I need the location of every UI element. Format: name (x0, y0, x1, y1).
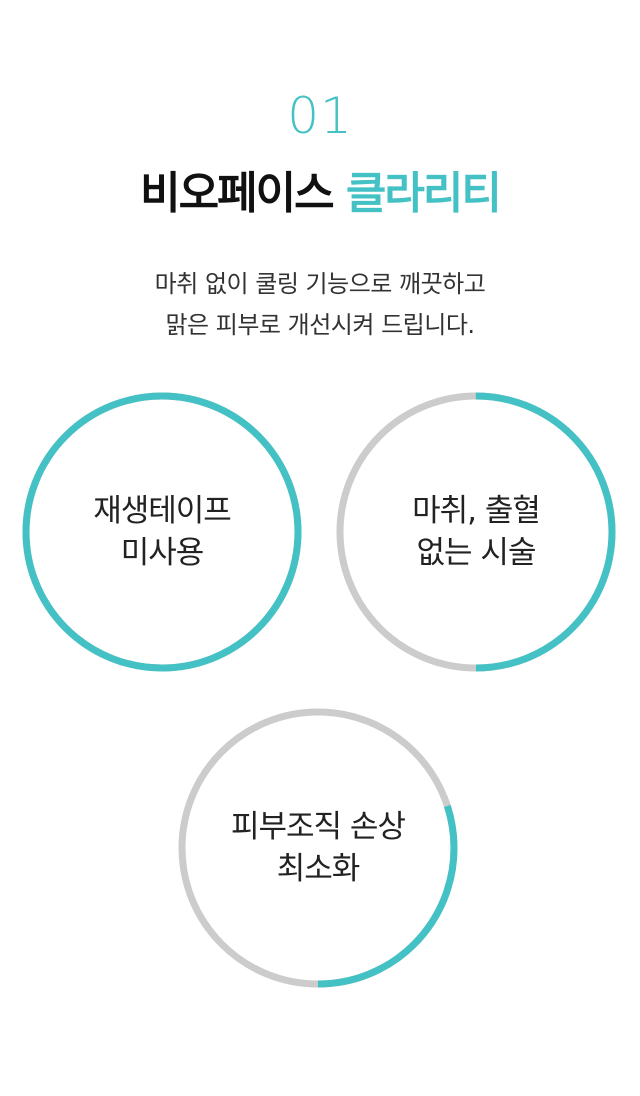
feature-label-line: 없는 시술 (416, 535, 537, 571)
ring-progress (178, 708, 458, 988)
feature-circle-minimal-damage: 피부조직 손상 최소화 (173, 703, 463, 993)
feature-label-line: 피부조직 손상 (231, 809, 406, 845)
feature-label-line: 최소화 (276, 851, 361, 887)
feature-circle-no-tape: 재생테이프 미사용 (17, 387, 307, 677)
title-main: 비오페이스 (140, 168, 334, 219)
progress-ring (336, 392, 616, 672)
progress-ring (22, 392, 302, 672)
ring-progress (22, 392, 302, 672)
feature-label-line: 마취, 출혈 (412, 493, 541, 529)
description-line: 마취 없이 쿨링 기능으로 깨끗하고 (154, 270, 486, 298)
feature-label: 마취, 출혈 없는 시술 (331, 387, 621, 677)
section-title: 비오페이스 클라리티 (0, 164, 640, 224)
ring-progress (336, 392, 616, 672)
section-description: 마취 없이 쿨링 기능으로 깨끗하고 맑은 피부로 개선시켜 드립니다. (0, 264, 640, 346)
feature-label-line: 재생테이프 (93, 493, 232, 529)
feature-label: 피부조직 손상 최소화 (173, 703, 463, 993)
progress-ring (178, 708, 458, 988)
feature-label: 재생테이프 미사용 (17, 387, 307, 677)
section-number: 01 (287, 87, 353, 145)
title-accent: 클라리티 (345, 168, 502, 219)
feature-label-line: 미사용 (120, 535, 205, 571)
feature-circle-no-anesthesia: 마취, 출혈 없는 시술 (331, 387, 621, 677)
description-line: 맑은 피부로 개선시켜 드립니다. (165, 311, 475, 339)
